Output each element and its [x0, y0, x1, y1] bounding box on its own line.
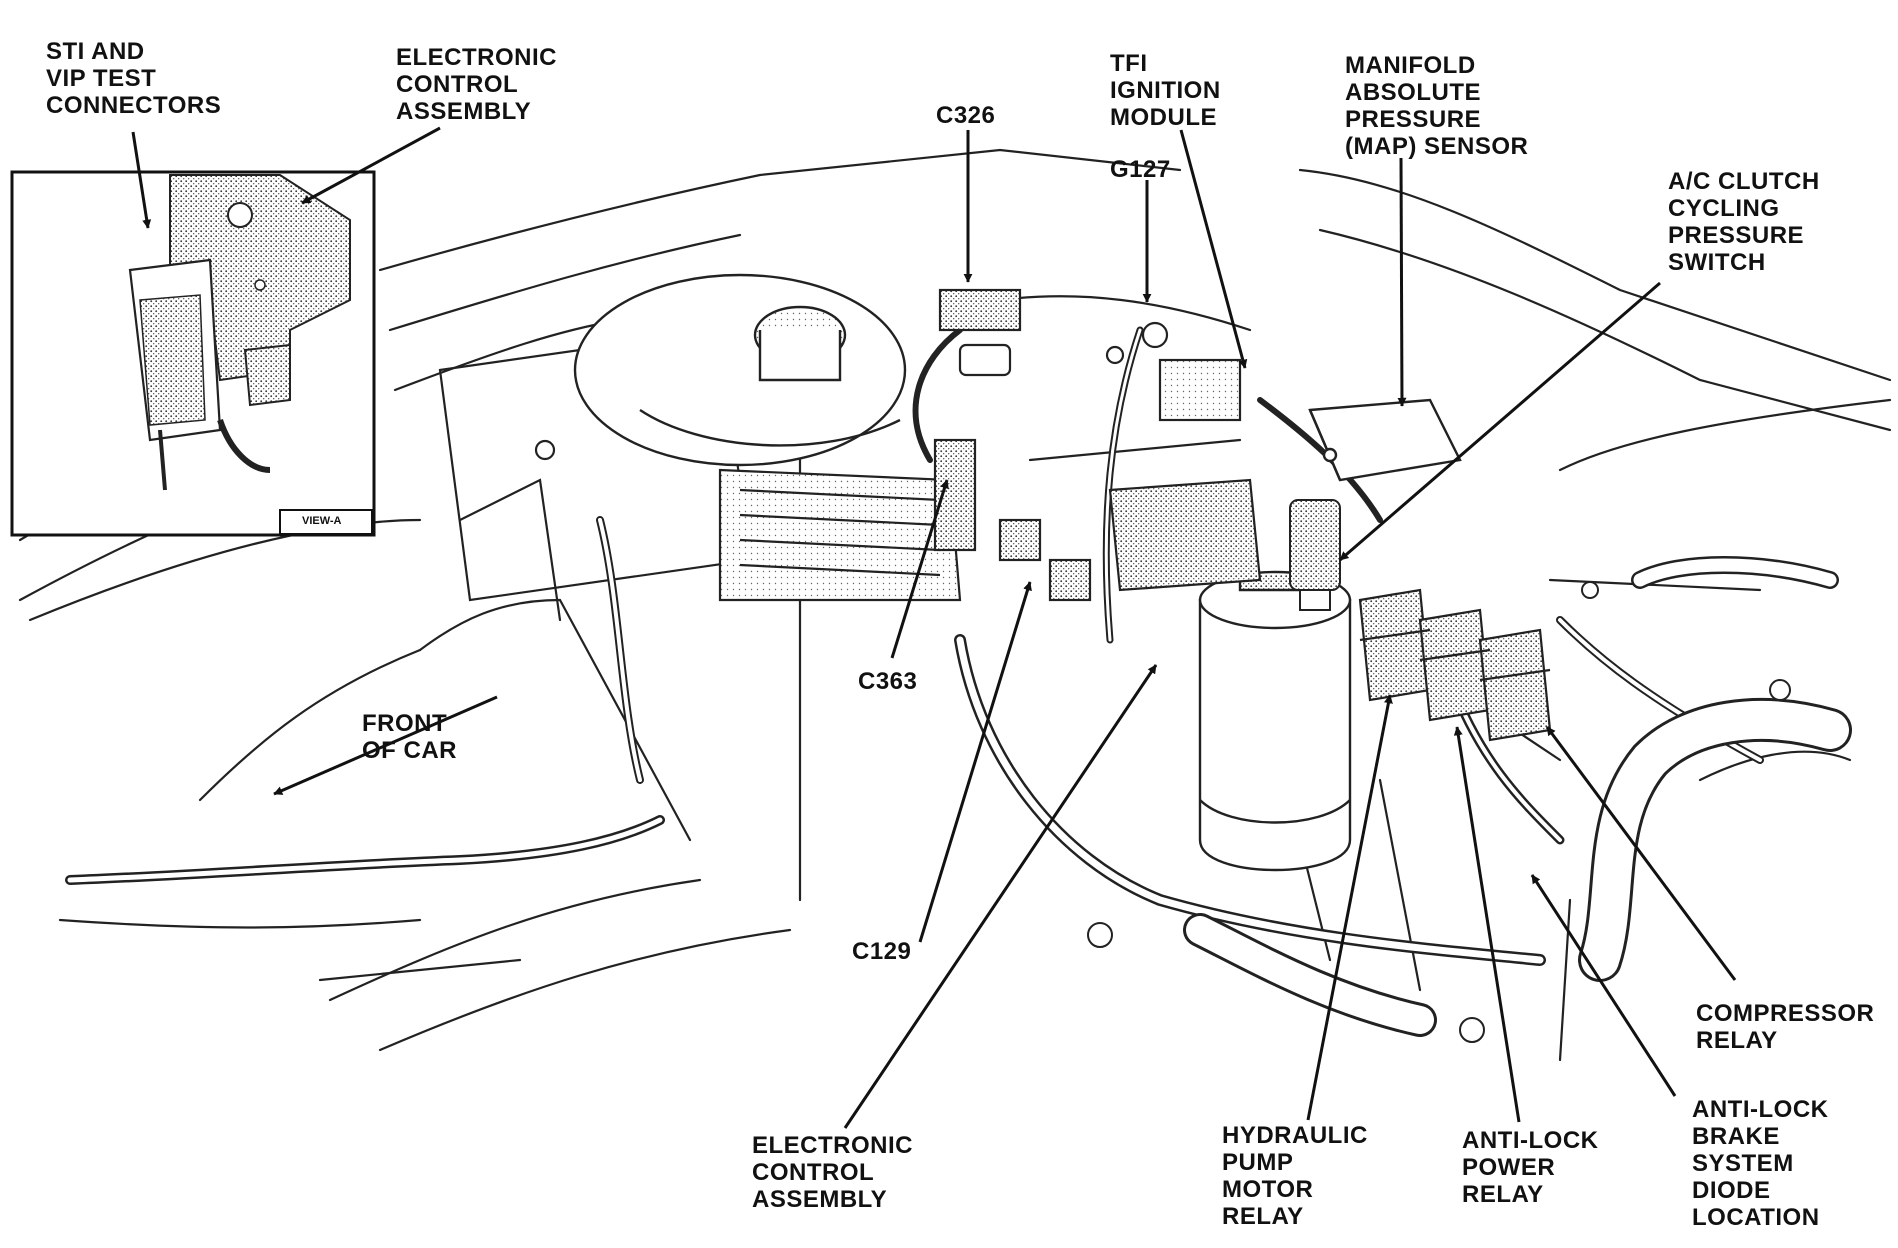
inset-view-a	[10, 170, 376, 537]
label-line: ABSOLUTE	[1345, 79, 1481, 106]
label-line: CYCLING	[1668, 195, 1780, 222]
map-sensor	[1308, 398, 1462, 482]
label-line: ELECTRONIC	[396, 44, 557, 71]
label-line: FRONT	[362, 710, 448, 737]
label-compressor-relay: COMPRESSOR RELAY	[1696, 1000, 1874, 1054]
label-line: PUMP	[1222, 1149, 1294, 1176]
label-map-sensor: MANIFOLD ABSOLUTE PRESSURE (MAP) SENSOR	[1345, 52, 1528, 160]
label-line: PRESSURE	[1668, 222, 1805, 249]
label-line: RELAY	[1222, 1203, 1304, 1230]
label-line: VIP TEST	[46, 65, 157, 92]
label-line: LOCATION	[1692, 1204, 1820, 1231]
label-line: C129	[852, 938, 912, 965]
label-line: ELECTRONIC	[752, 1132, 913, 1159]
label-line: MANIFOLD	[1345, 52, 1476, 79]
strut-tower	[573, 273, 907, 467]
label-electronic-control-assembly-bottom: ELECTRONIC CONTROL ASSEMBLY	[752, 1132, 913, 1213]
hydraulic-accumulator	[1198, 570, 1352, 872]
label-line: MOTOR	[1222, 1176, 1314, 1203]
label-front-of-car: FRONT OF CAR	[362, 710, 457, 764]
label-sti-vip-test-connectors: STI AND VIP TEST CONNECTORS	[46, 38, 221, 119]
tfi-module	[1108, 358, 1262, 592]
label-line: A/C CLUTCH	[1668, 168, 1820, 195]
label-anti-lock-power-relay: ANTI-LOCK POWER RELAY	[1462, 1127, 1598, 1208]
label-line: (MAP) SENSOR	[1345, 133, 1529, 160]
label-line: CONTROL	[396, 71, 519, 98]
label-ac-clutch-cycling-pressure-switch: A/C CLUTCH CYCLING PRESSURE SWITCH	[1668, 168, 1820, 276]
label-line: OF CAR	[362, 737, 457, 764]
label-line: CONTROL	[752, 1159, 875, 1186]
label-line: C363	[858, 668, 918, 695]
label-line: C326	[936, 102, 996, 129]
label-line: ANTI-LOCK	[1462, 1127, 1599, 1154]
label-line: G127	[1110, 156, 1171, 183]
label-line: TFI	[1110, 50, 1148, 77]
label-line: COMPRESSOR	[1696, 1000, 1875, 1027]
air-box	[718, 468, 962, 602]
label-g127: G127	[1110, 156, 1171, 183]
label-line: ASSEMBLY	[396, 98, 532, 125]
relay-block	[1358, 588, 1552, 742]
leader-arrows	[131, 126, 1737, 1129]
label-line: SWITCH	[1668, 249, 1766, 276]
label-line: HYDRAULIC	[1222, 1122, 1368, 1149]
label-line: PRESSURE	[1345, 106, 1482, 133]
label-line: ANTI-LOCK	[1692, 1096, 1829, 1123]
label-electronic-control-assembly-top: ELECTRONIC CONTROL ASSEMBLY	[396, 44, 557, 125]
label-hydraulic-pump-motor-relay: HYDRAULIC PUMP MOTOR RELAY	[1222, 1122, 1368, 1230]
label-line: STI AND	[46, 38, 145, 65]
label-anti-lock-brake-system-diode-location: ANTI-LOCK BRAKE SYSTEM DIODE LOCATION	[1692, 1096, 1828, 1231]
label-line: DIODE	[1692, 1177, 1771, 1204]
ac-switch	[1289, 499, 1341, 611]
label-line: SYSTEM	[1692, 1150, 1794, 1177]
label-c363: C363	[858, 668, 917, 695]
label-line: CONNECTORS	[46, 92, 222, 119]
label-line: MODULE	[1110, 104, 1217, 131]
label-line: RELAY	[1696, 1027, 1778, 1054]
inset-view-tag: VIEW-A	[302, 515, 342, 527]
label-line: BRAKE	[1692, 1123, 1780, 1150]
label-c326: C326	[936, 102, 995, 129]
label-line: IGNITION	[1110, 77, 1221, 104]
label-c129: C129	[852, 938, 911, 965]
label-line: ASSEMBLY	[752, 1186, 888, 1213]
fasteners	[1087, 581, 1791, 1043]
label-tfi-ignition-module: TFI IGNITION MODULE	[1110, 50, 1221, 131]
label-line: POWER	[1462, 1154, 1556, 1181]
label-line: RELAY	[1462, 1181, 1544, 1208]
